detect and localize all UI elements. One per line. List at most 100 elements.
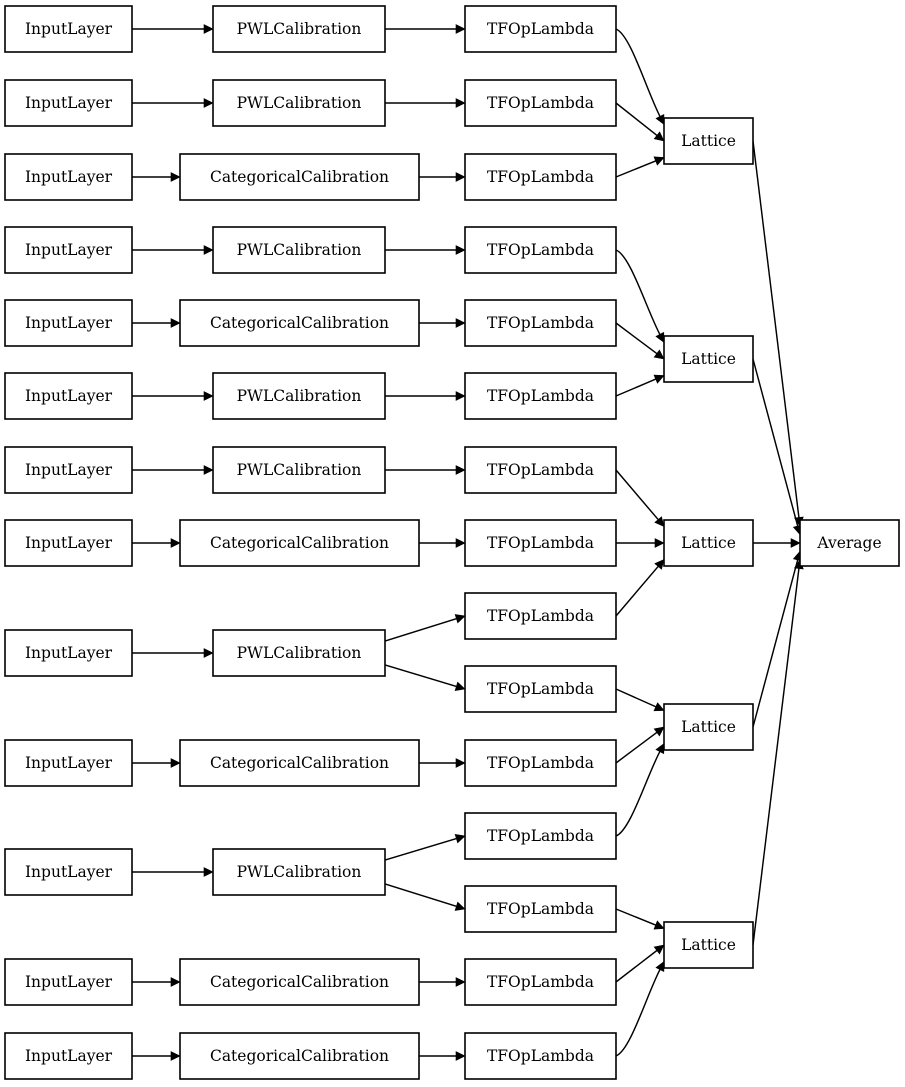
node-input[interactable]: InputLayer [4, 226, 133, 274]
node-label: InputLayer [25, 644, 113, 662]
node-input[interactable]: InputLayer [4, 446, 133, 494]
node-label: PWLCalibration [237, 644, 362, 662]
node-input[interactable]: InputLayer [4, 958, 133, 1006]
node-categorical[interactable]: CategoricalCalibration [179, 958, 420, 1006]
node-lambda[interactable]: TFOpLambda [464, 739, 617, 787]
node-box [4, 629, 133, 677]
node-label: CategoricalCalibration [210, 754, 389, 772]
edge-arrowhead-icon [454, 901, 466, 911]
node-lattice[interactable]: Lattice [663, 703, 754, 751]
node-box [4, 446, 133, 494]
node-label: InputLayer [25, 754, 113, 772]
node-input[interactable]: InputLayer [4, 629, 133, 677]
node-input[interactable]: InputLayer [4, 848, 133, 896]
node-pwl[interactable]: PWLCalibration [212, 226, 386, 274]
node-box [464, 79, 617, 127]
node-categorical[interactable]: CategoricalCalibration [179, 739, 420, 787]
edge-arrowhead-icon [653, 349, 665, 360]
node-lambda[interactable]: TFOpLambda [464, 153, 617, 201]
node-lambda[interactable]: TFOpLambda [464, 958, 617, 1006]
node-box [663, 703, 754, 751]
node-categorical[interactable]: CategoricalCalibration [179, 153, 420, 201]
node-box [663, 921, 754, 969]
node-pwl[interactable]: PWLCalibration [212, 372, 386, 420]
node-label: InputLayer [25, 863, 113, 881]
node-lambda[interactable]: TFOpLambda [464, 79, 617, 127]
edge-arrowhead-icon [203, 648, 214, 658]
edge-arrowhead-icon [455, 172, 466, 182]
node-label: Average [816, 534, 881, 552]
node-input[interactable]: InputLayer [4, 153, 133, 201]
edge-arrowhead-icon [203, 98, 214, 108]
node-pwl[interactable]: PWLCalibration [212, 848, 386, 896]
node-box [464, 885, 617, 933]
edge-arrowhead-icon [455, 977, 466, 987]
node-input[interactable]: InputLayer [4, 519, 133, 567]
node-input[interactable]: InputLayer [4, 372, 133, 420]
node-lattice[interactable]: Lattice [663, 335, 754, 383]
node-box [212, 372, 386, 420]
node-label: InputLayer [25, 534, 113, 552]
node-label: InputLayer [25, 387, 113, 405]
node-lambda[interactable]: TFOpLambda [464, 226, 617, 274]
node-input[interactable]: InputLayer [4, 739, 133, 787]
node-lambda[interactable]: TFOpLambda [464, 592, 617, 640]
node-lambda[interactable]: TFOpLambda [464, 665, 617, 713]
node-categorical[interactable]: CategoricalCalibration [179, 299, 420, 347]
node-categorical[interactable]: CategoricalCalibration [179, 1032, 420, 1080]
node-lambda[interactable]: TFOpLambda [464, 885, 617, 933]
edge-line [615, 249, 661, 335]
node-box [663, 519, 754, 567]
node-box [4, 226, 133, 274]
node-label: TFOpLambda [487, 534, 594, 552]
node-box [4, 958, 133, 1006]
node-input[interactable]: InputLayer [4, 299, 133, 347]
edge-arrowhead-icon [203, 867, 214, 877]
node-label: PWLCalibration [237, 241, 362, 259]
node-label: InputLayer [25, 241, 113, 259]
node-box [4, 372, 133, 420]
node-lambda[interactable]: TFOpLambda [464, 519, 617, 567]
node-box [464, 1032, 617, 1080]
node-input[interactable]: InputLayer [4, 5, 133, 53]
node-categorical[interactable]: CategoricalCalibration [179, 519, 420, 567]
node-lattice[interactable]: Lattice [663, 921, 754, 969]
node-label: CategoricalCalibration [210, 314, 389, 332]
edge-line [384, 837, 457, 861]
node-label: TFOpLambda [487, 754, 594, 772]
node-lattice[interactable]: Lattice [663, 117, 754, 165]
node-label: CategoricalCalibration [210, 534, 389, 552]
node-pwl[interactable]: PWLCalibration [212, 629, 386, 677]
edge-arrowhead-icon [170, 758, 181, 768]
node-box [464, 739, 617, 787]
node-label: InputLayer [25, 973, 113, 991]
node-lambda[interactable]: TFOpLambda [464, 446, 617, 494]
edge-arrowhead-icon [653, 156, 665, 166]
edge-line [615, 969, 661, 1057]
node-lambda[interactable]: TFOpLambda [464, 372, 617, 420]
node-lattice[interactable]: Lattice [663, 519, 754, 567]
node-lambda[interactable]: TFOpLambda [464, 299, 617, 347]
node-input[interactable]: InputLayer [4, 1032, 133, 1080]
node-label: InputLayer [25, 461, 113, 479]
node-pwl[interactable]: PWLCalibration [212, 79, 386, 127]
edge-arrowhead-icon [455, 538, 466, 548]
node-pwl[interactable]: PWLCalibration [212, 446, 386, 494]
node-input[interactable]: InputLayer [4, 79, 133, 127]
node-box [179, 958, 420, 1006]
edge-line [615, 565, 659, 617]
node-lambda[interactable]: TFOpLambda [464, 1032, 617, 1080]
edge-arrowhead-icon [203, 24, 214, 34]
edge-arrowhead-icon [654, 516, 665, 527]
edge-arrowhead-icon [654, 559, 665, 570]
node-lambda[interactable]: TFOpLambda [464, 5, 617, 53]
edge-arrowhead-icon [455, 24, 466, 34]
node-pwl[interactable]: PWLCalibration [212, 5, 386, 53]
node-label: InputLayer [25, 314, 113, 332]
node-average[interactable]: Average [799, 519, 900, 567]
edge-line [752, 559, 799, 728]
node-label: TFOpLambda [487, 387, 594, 405]
edge-arrowhead-icon [170, 172, 181, 182]
node-lambda[interactable]: TFOpLambda [464, 812, 617, 860]
edge-line [615, 688, 657, 708]
